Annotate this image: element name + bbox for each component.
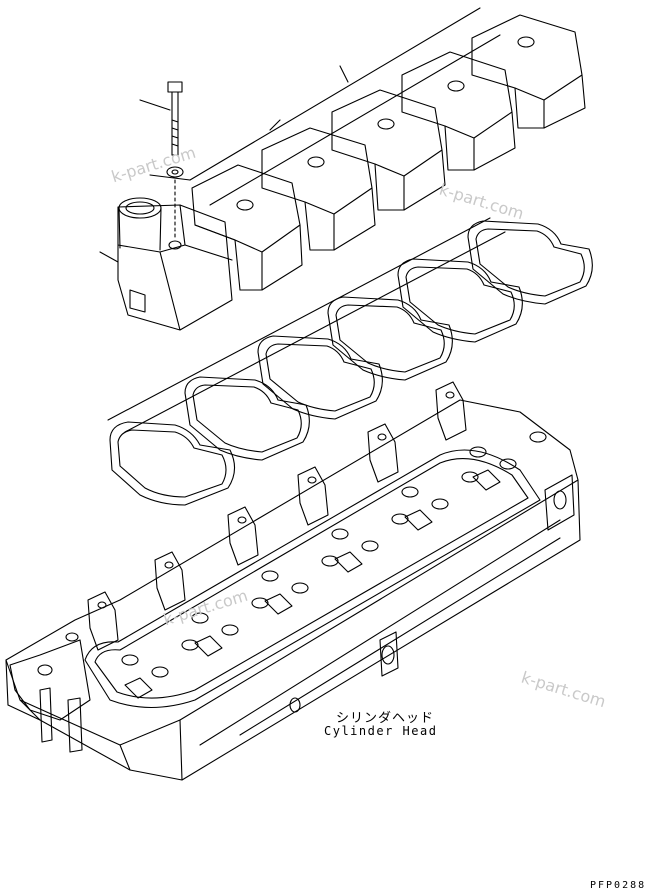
cylinder-head bbox=[5, 381, 581, 781]
part-name-english: Cylinder Head bbox=[324, 724, 438, 738]
drawing-code: PFP0288 bbox=[590, 880, 647, 891]
head-cover-boss-2 bbox=[261, 127, 376, 251]
head-cover-boss-4 bbox=[401, 51, 516, 171]
head-cover-boss-5 bbox=[471, 14, 586, 129]
head-cover-boss-3 bbox=[331, 89, 446, 211]
cylinder-1-valves bbox=[121, 639, 199, 699]
cylinder-2-valves bbox=[191, 597, 269, 657]
cylinder-4-valves bbox=[331, 513, 409, 573]
cylinder-6-valves bbox=[469, 431, 547, 491]
head-cover-boss-1 bbox=[191, 164, 303, 291]
head-cover-gasket bbox=[107, 217, 593, 506]
part-name-japanese: シリンダヘッド bbox=[336, 711, 435, 726]
cylinder-3-valves bbox=[261, 555, 339, 615]
cylinder-5-valves bbox=[401, 471, 479, 531]
bolt-washer bbox=[166, 166, 184, 250]
mounting-bolt bbox=[139, 81, 183, 156]
head-cover bbox=[99, 7, 586, 331]
